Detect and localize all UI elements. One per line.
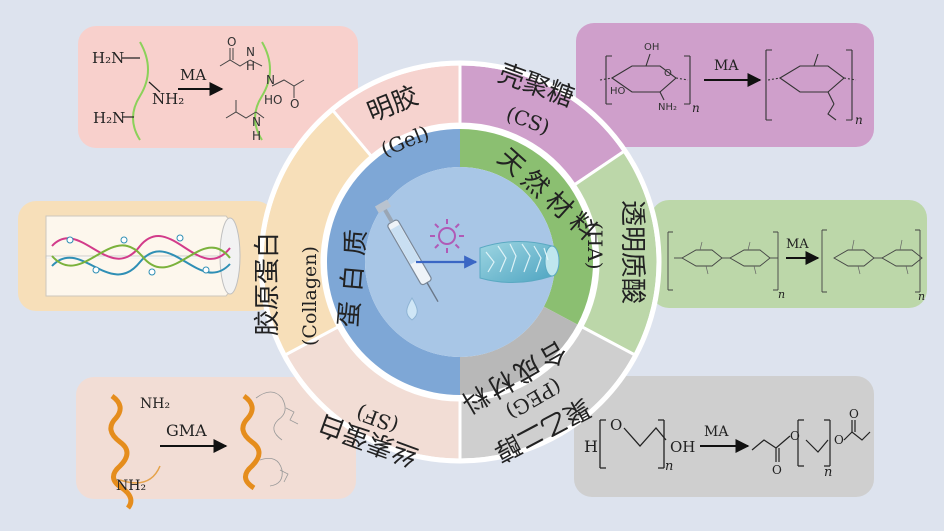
cs-reagent: MA: [714, 58, 739, 74]
ha-box: [651, 200, 927, 308]
gel-prod-n2: N: [266, 73, 275, 87]
gel-prod-ho: HO: [264, 93, 282, 107]
ha-reagent: MA: [786, 237, 809, 252]
peg-o: O: [610, 416, 622, 434]
gel-prod-n1: N: [246, 45, 255, 59]
gel-backbone-right: [254, 41, 271, 141]
cs-n2: n: [855, 113, 863, 127]
ha-reaction: [667, 229, 923, 293]
peg-reaction: H O n OH MA O O n O O: [584, 407, 871, 480]
collagen-triple-helix: [45, 215, 241, 297]
peg-n: n: [665, 459, 673, 474]
sf-protein-chain: [108, 393, 134, 510]
peg-reagent: MA: [704, 424, 729, 440]
inner-segment-protein: [327, 129, 460, 395]
peg-o2: O: [772, 463, 782, 477]
cs-oh: OH: [644, 42, 659, 53]
syringe-icon: [374, 199, 439, 303]
peg-box: [574, 376, 874, 497]
sf-product-chain: [240, 393, 262, 491]
peg-o4: O: [834, 433, 844, 447]
ha-n: n: [778, 288, 785, 301]
droplet-icon: [406, 297, 418, 321]
gel-nh2-mid: NH₂: [152, 90, 184, 108]
inner-segment-natural: [460, 129, 593, 325]
sf-nh2-1: NH₂: [140, 396, 170, 412]
sf-reagent: GMA: [166, 421, 207, 440]
sf-reaction: NH₂ NH₂ GMA: [108, 391, 299, 510]
cs-nh2: NH₂: [658, 102, 677, 113]
gel-prod-n3: N: [252, 115, 261, 129]
cs-o: O: [664, 68, 672, 79]
gel-backbone-left: [132, 41, 149, 141]
inner-segment-synthetic: [460, 306, 578, 395]
sf-box: [76, 377, 356, 499]
cs-box: [576, 23, 874, 147]
gel-nh2-top: H₂N: [92, 49, 124, 67]
peg-o3: O: [790, 429, 800, 443]
gel-prod-h1: H: [246, 59, 255, 73]
gel-prod-o1: O: [227, 35, 236, 49]
outer-white-ring: [258, 60, 662, 464]
sf-nh2-2: NH₂: [116, 478, 146, 494]
gel-prod-o2: O: [290, 97, 299, 111]
collagen-label-en: (Collagen): [299, 246, 321, 346]
light-icon: [430, 219, 464, 253]
inner-segments: [327, 129, 593, 395]
ha-label-cn: 透明质酸: [617, 200, 647, 304]
gel-nh2-bot: H₂N: [93, 109, 125, 127]
gel-reaction: H₂N NH₂ H₂N MA O N H N HO O N H: [92, 35, 305, 143]
cs-reaction: OH HO NH₂ O n MA n: [599, 42, 863, 127]
ha-label-en: (HA): [583, 222, 607, 270]
peg-o5: O: [849, 407, 859, 421]
peg-oh: OH: [670, 438, 695, 456]
ha-n2: n: [918, 290, 925, 303]
hydrogel-scaffold: [479, 240, 560, 284]
collagen-label-cn: 胶原蛋白: [253, 232, 283, 336]
peg-h: H: [584, 437, 598, 456]
peg-n2: n: [824, 465, 832, 480]
cs-n: n: [692, 101, 700, 115]
cs-ho: HO: [610, 86, 626, 97]
gel-prod-h3: H: [252, 129, 261, 143]
gel-reagent: MA: [180, 66, 206, 84]
